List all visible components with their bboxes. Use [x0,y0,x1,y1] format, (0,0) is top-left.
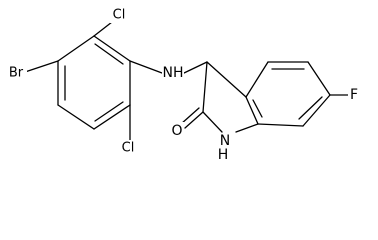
bond-ring-left-double-1 [94,43,124,65]
atom-cl-top: Cl [110,7,128,23]
bond-c-nh-amine [129,60,163,74]
svg-text:O: O [171,123,182,139]
bond-ring-right-5 [257,123,304,127]
bond-ring-right-double-3 [252,99,263,118]
aryl-ring-right [245,61,331,127]
bond-c-br [21,60,59,74]
bond-ring-right-double-2 [298,96,323,120]
bond-ring-left-double-2 [94,101,124,122]
bond-c2-o-1 [184,111,204,129]
aryl-ring-left [57,35,131,130]
bond-ring-right-3 [307,61,331,96]
svg-text:NH: NH [163,65,184,81]
bond-nh-c3 [183,61,208,74]
bond-ring-left-6 [57,35,95,62]
bond-c3a-c7a [245,96,259,125]
svg-text:Cl: Cl [122,141,135,156]
lactam-ring [202,61,259,133]
bond-c2-n1 [202,111,223,133]
svg-text:F: F [350,87,358,103]
bond-c2-o-2 [180,107,200,125]
atom-cl-bottom: Cl [119,140,137,156]
bond-ring-right-4 [302,94,331,127]
bond-ring-left-4 [57,104,95,130]
bond-ring-left-3 [93,104,131,130]
bond-ring-left-1 [93,35,131,62]
atom-nh-amine: NH [162,64,184,81]
bond-c3-c2 [202,61,208,113]
atom-br: Br [5,65,27,81]
atom-f: F [348,87,360,103]
bond-c-cl-top [93,21,113,37]
atom-o: O [170,122,184,139]
bond-c3-c3a [206,61,247,98]
bond-n1-c7a [235,123,259,133]
bond-ring-right-1 [245,61,269,98]
svg-text:Br: Br [9,66,24,81]
svg-text:Cl: Cl [113,8,126,23]
